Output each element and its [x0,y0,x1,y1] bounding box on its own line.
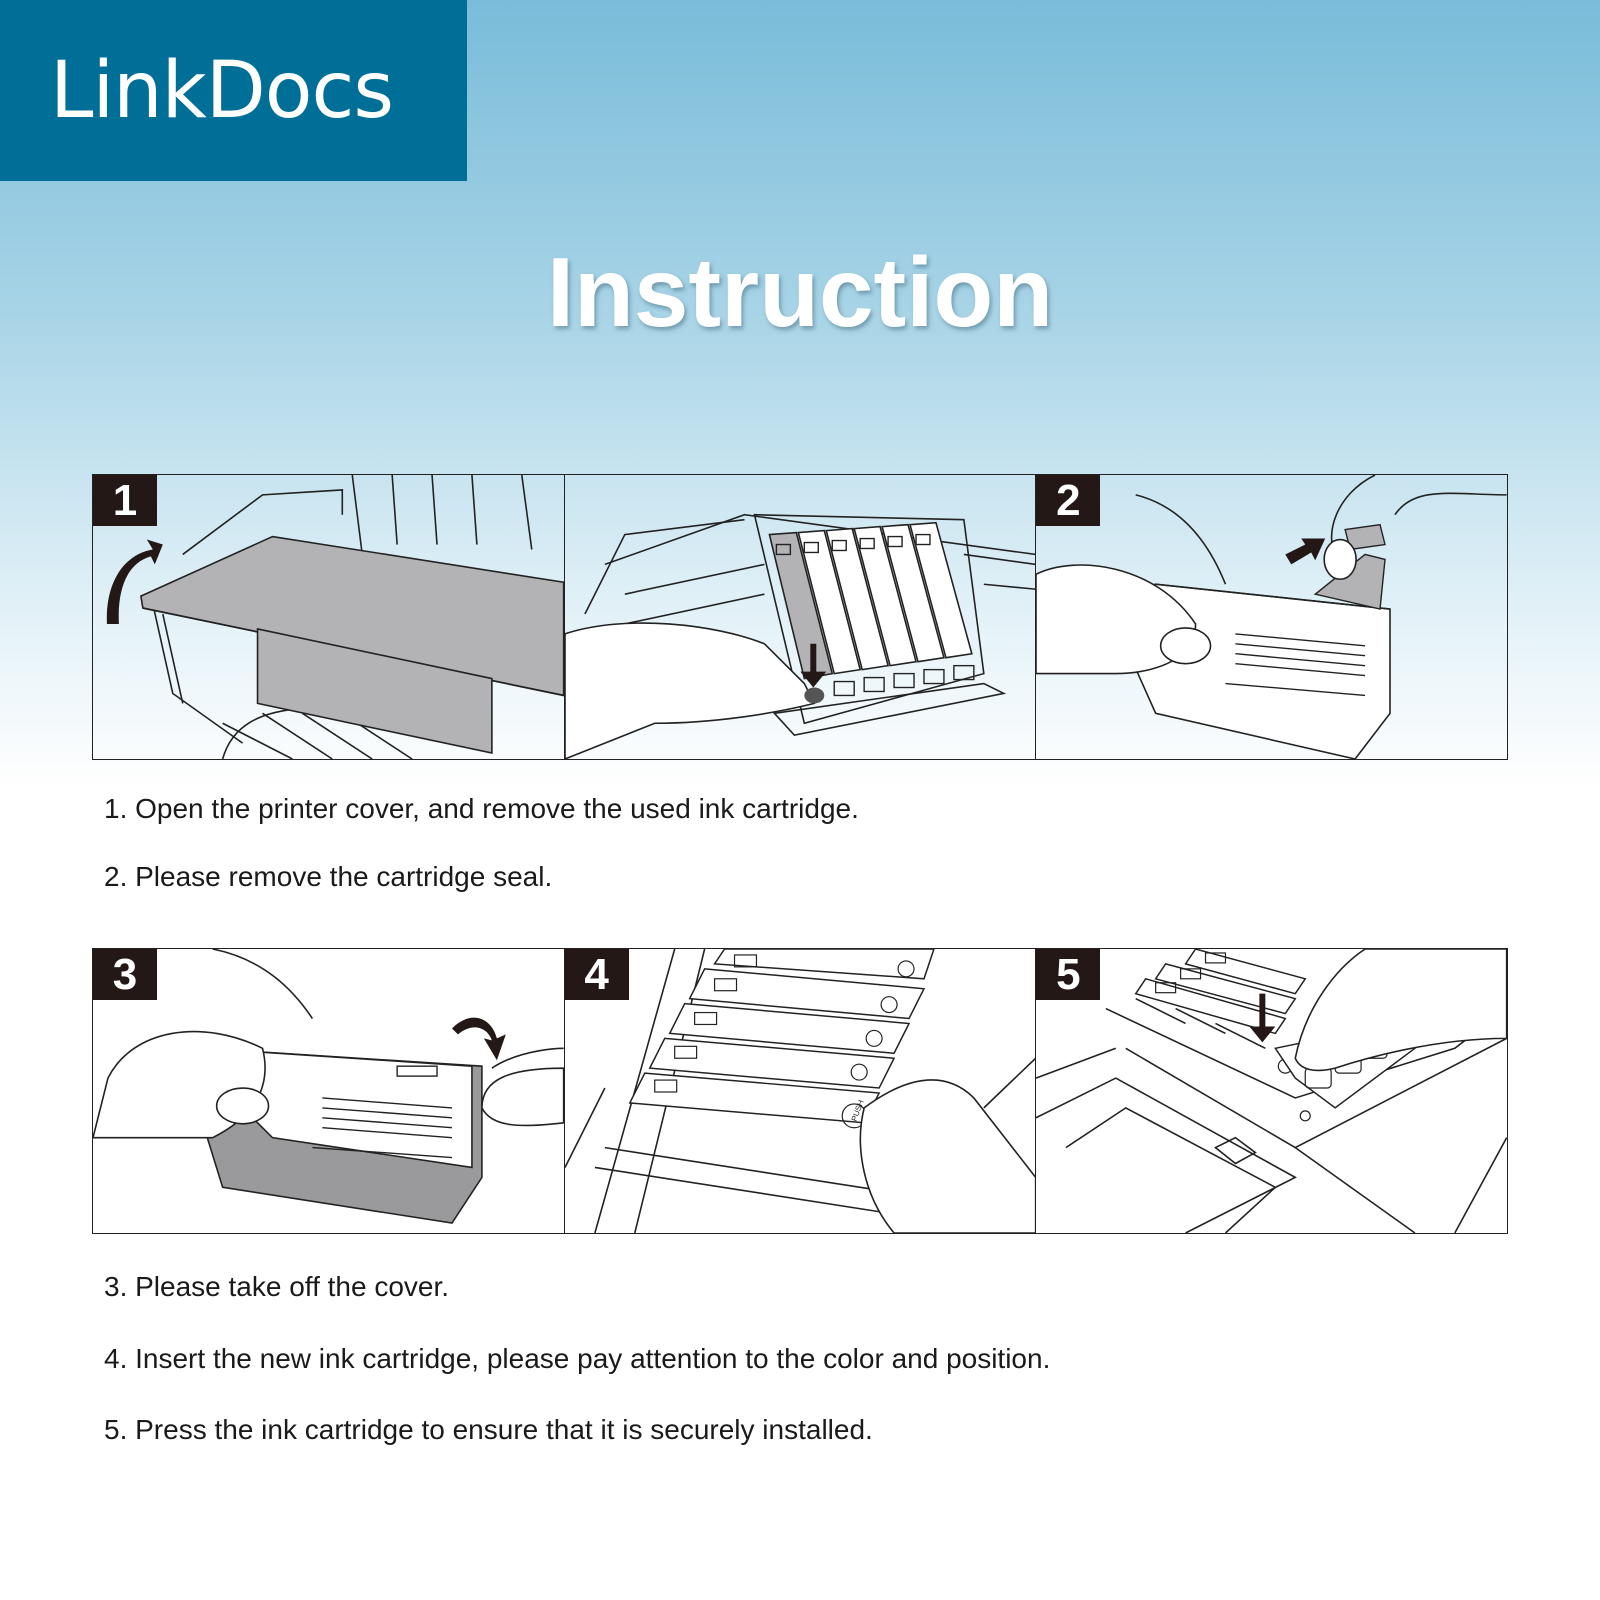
remove-cartridge-illustration [564,513,1036,759]
page-title: Instruction [546,237,1054,347]
step-4-text: 4. Insert the new ink cartridge, please … [104,1343,1051,1374]
step-3-text: 3. Please take off the cover. [104,1271,450,1302]
step-badge: 3 [93,949,157,1000]
step-badge: 4 [564,949,629,1000]
open-cover-illustration [106,475,564,759]
brand-logo: LinkDocs [50,45,394,136]
take-off-cover-illustration [93,949,564,1224]
panel-remove-seal: 2 [1036,474,1509,760]
panel-open-cover: 1 [92,474,565,760]
panel-take-off-cover: 3 [92,948,565,1234]
panel-insert-cartridge: 4 [564,948,1037,1234]
illustration-row-1: 1 [92,474,1509,760]
step-2-text: 2. Please remove the cartridge seal. [104,861,553,892]
brand-logo-box: LinkDocs [0,0,467,181]
step-1-text: 1. Open the printer cover, and remove th… [104,793,859,824]
press-cartridge-illustration [1036,949,1508,1233]
step-badge: 5 [1036,949,1101,1000]
remove-seal-illustration [1036,475,1508,759]
step-5-text: 5. Press the ink cartridge to ensure tha… [104,1414,873,1445]
panel-press-cartridge: 5 [1036,948,1509,1234]
insert-cartridge-illustration: PUSH [564,949,1036,1233]
step-badge: 2 [1036,475,1101,526]
step-badge: 1 [93,475,157,526]
illustration-row-2: 3 4 [92,948,1509,1234]
panel-remove-cartridge [564,474,1037,760]
